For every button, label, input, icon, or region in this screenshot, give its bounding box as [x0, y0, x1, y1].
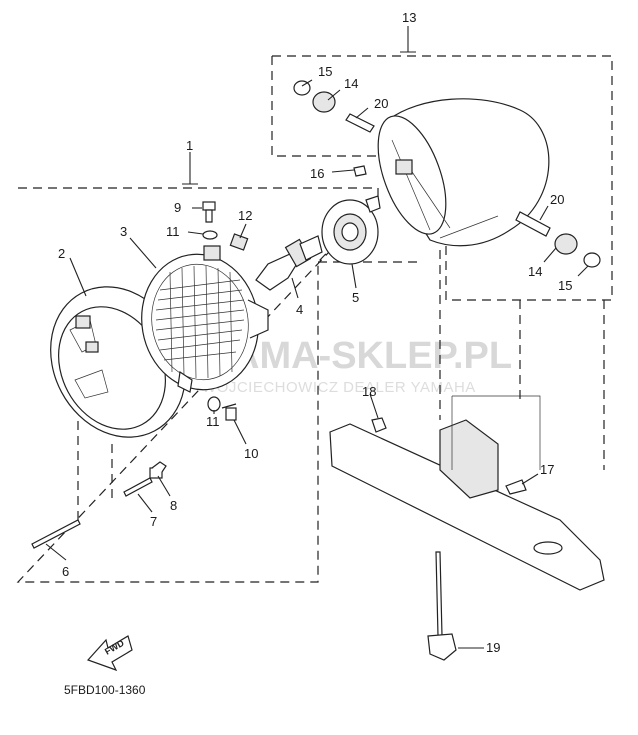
callout-17: 17	[540, 462, 554, 477]
assembly-13-boundary	[271, 55, 613, 301]
callout-12: 12	[238, 208, 252, 223]
callout-15-top: 15	[318, 64, 332, 79]
callout-labels: 13 1 2 3 4 5 6 7 8 9 10 11 11 12 14 14 1…	[58, 10, 572, 655]
callout-4: 4	[296, 302, 303, 317]
bolt-17	[505, 479, 527, 495]
bolt-16	[353, 165, 367, 177]
headlight-stay-bracket	[329, 395, 605, 591]
leader-lines	[45, 79, 589, 649]
screw-9	[202, 201, 216, 223]
washer-11-bottom	[207, 396, 221, 412]
nut-18	[371, 417, 387, 433]
bushing-set-bottom	[515, 211, 601, 268]
callout-9: 9	[174, 200, 181, 215]
headlight-bulb	[255, 235, 323, 291]
drawing-code: 5FBD100-1360	[64, 683, 146, 697]
callout-14-bottom: 14	[528, 264, 542, 279]
callout-19: 19	[486, 640, 500, 655]
callout-11-bottom: 11	[206, 414, 220, 429]
callout-20-top: 20	[374, 96, 388, 111]
headlight-housing	[377, 98, 550, 247]
callout-16: 16	[310, 166, 324, 181]
nut-8	[149, 461, 167, 479]
washer-11-top	[202, 230, 218, 240]
callout-1-leader	[182, 152, 198, 185]
callout-10: 10	[244, 446, 258, 461]
callout-3: 3	[120, 224, 127, 239]
screw-7	[123, 477, 153, 497]
callout-2: 2	[58, 246, 65, 261]
callout-8: 8	[170, 498, 177, 513]
headlight-lens-unit	[141, 245, 269, 393]
watermark-main: AMA-SKLEP.PL	[232, 335, 512, 377]
fwd-arrow-icon: FWD	[86, 635, 133, 672]
callout-15-bottom: 15	[558, 278, 572, 293]
callout-20-bottom: 20	[550, 192, 564, 207]
callout-14-top: 14	[344, 76, 358, 91]
screw-6	[31, 519, 81, 549]
callout-18: 18	[362, 384, 376, 399]
nut-12	[229, 233, 249, 251]
housing-mount-axis	[439, 250, 605, 470]
callout-6: 6	[62, 564, 69, 579]
cable-band-19	[427, 551, 457, 661]
bulb-socket-cover	[321, 195, 381, 265]
watermark-sub: WOJCIECHOWICZ DEALER YAMAHA	[202, 379, 476, 396]
callout-11-top: 11	[166, 224, 180, 239]
callout-13: 13	[402, 10, 416, 25]
callout-13-leader	[400, 26, 416, 53]
callout-1: 1	[186, 138, 193, 153]
screw-10	[221, 403, 237, 421]
watermark: AMA-SKLEP.PL WOJCIECHOWICZ DEALER YAMAHA	[103, 323, 512, 396]
callout-5: 5	[352, 290, 359, 305]
callout-7: 7	[150, 514, 157, 529]
bushing-set-top	[293, 80, 375, 133]
